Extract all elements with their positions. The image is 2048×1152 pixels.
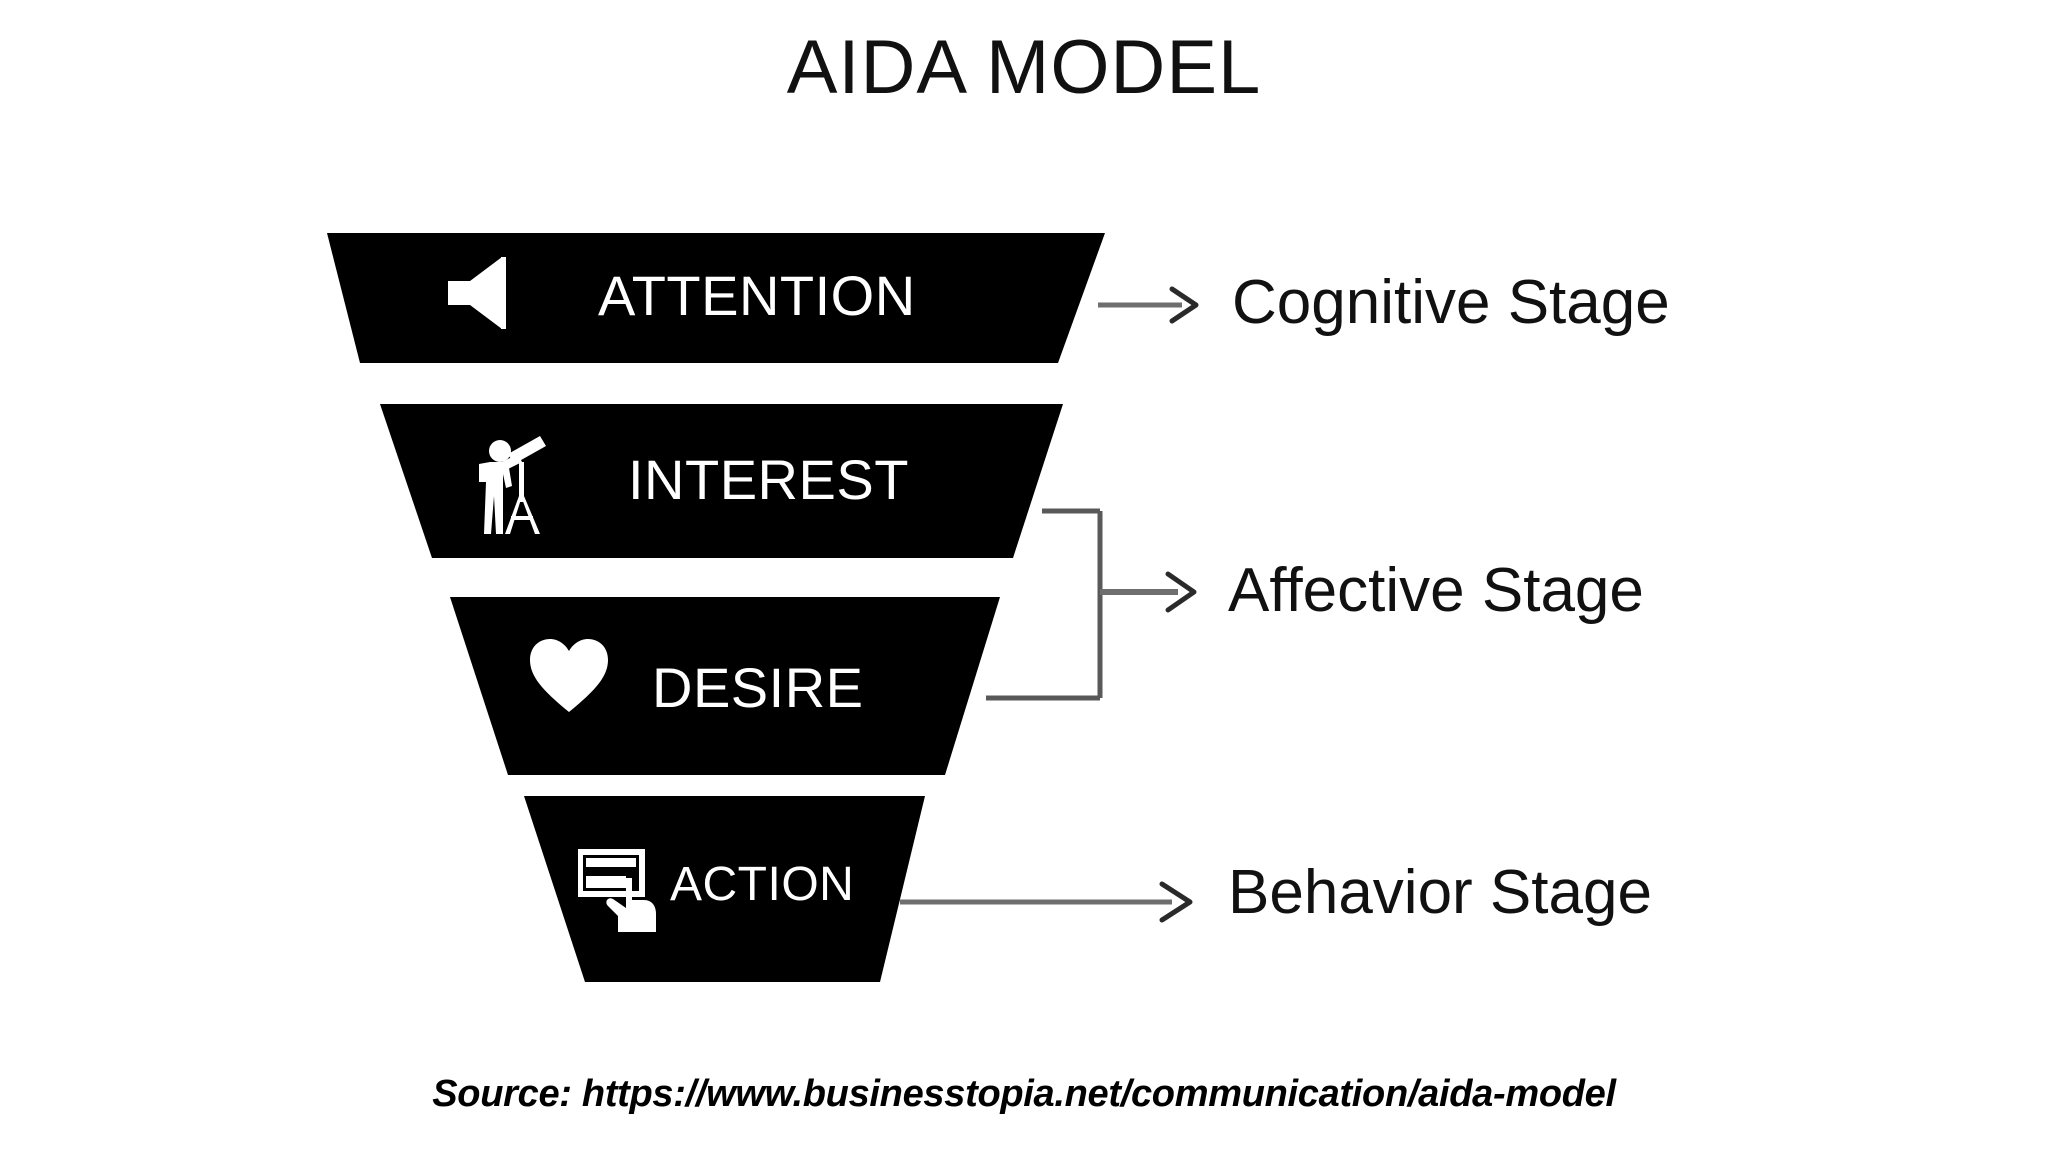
funnel-label-interest: INTEREST: [628, 448, 909, 511]
stage-label-cognitive: Cognitive Stage: [1232, 268, 1670, 337]
funnel-label-action: ACTION: [670, 858, 855, 911]
speaker-icon: [444, 255, 522, 331]
funnel-band-attention[interactable]: [327, 233, 1105, 363]
page-title: AIDA MODEL: [786, 25, 1262, 110]
telescope-observer-icon: [470, 430, 558, 538]
connector-affective-bracket: [986, 508, 1197, 701]
stage-label-affective: Affective Stage: [1228, 556, 1644, 625]
funnel-label-attention: ATTENTION: [598, 264, 916, 327]
funnel-band-action[interactable]: [524, 796, 925, 982]
funnel-label-desire: DESIRE: [652, 656, 864, 719]
connector-behavior: [900, 881, 1193, 923]
funnel-band-interest[interactable]: [380, 404, 1063, 558]
source-attribution: Source: https://www.businesstopia.net/co…: [432, 1073, 1616, 1115]
connector-cognitive: [1098, 286, 1199, 324]
heart-icon: [528, 638, 610, 714]
card-hand-click-icon: [577, 848, 660, 934]
stage-label-behavior: Behavior Stage: [1228, 858, 1652, 927]
